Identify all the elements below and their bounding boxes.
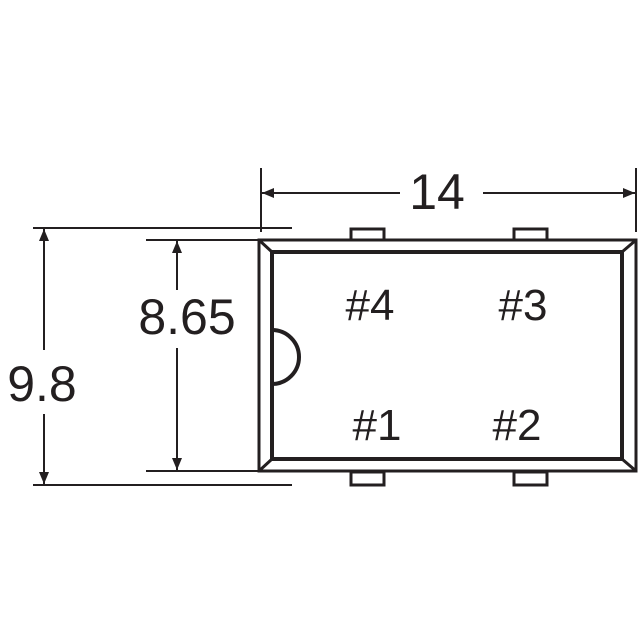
body-width-label: 8.65 xyxy=(138,289,235,345)
pin1-orientation-notch xyxy=(271,328,301,386)
body-width-dimension xyxy=(146,239,258,472)
overall-width-dimension xyxy=(33,227,292,486)
length-label: 14 xyxy=(409,164,465,220)
package-body xyxy=(257,238,638,473)
pad-top-left xyxy=(349,227,386,242)
pin-label-4: #4 xyxy=(346,281,395,330)
body-inner-edge xyxy=(270,250,624,461)
pad-bottom-right xyxy=(512,470,549,487)
pads xyxy=(349,227,549,487)
overall-width-label: 9.8 xyxy=(7,356,77,412)
pin-label-2: #2 xyxy=(493,401,542,450)
pin-label-3: #3 xyxy=(499,281,548,330)
pad-bottom-left xyxy=(349,470,386,487)
length-dimension xyxy=(260,168,637,232)
body-outer-edge xyxy=(257,238,638,473)
pin-label-1: #1 xyxy=(353,401,402,450)
body-chamfer-lines xyxy=(257,238,637,473)
pad-top-right xyxy=(512,227,549,242)
